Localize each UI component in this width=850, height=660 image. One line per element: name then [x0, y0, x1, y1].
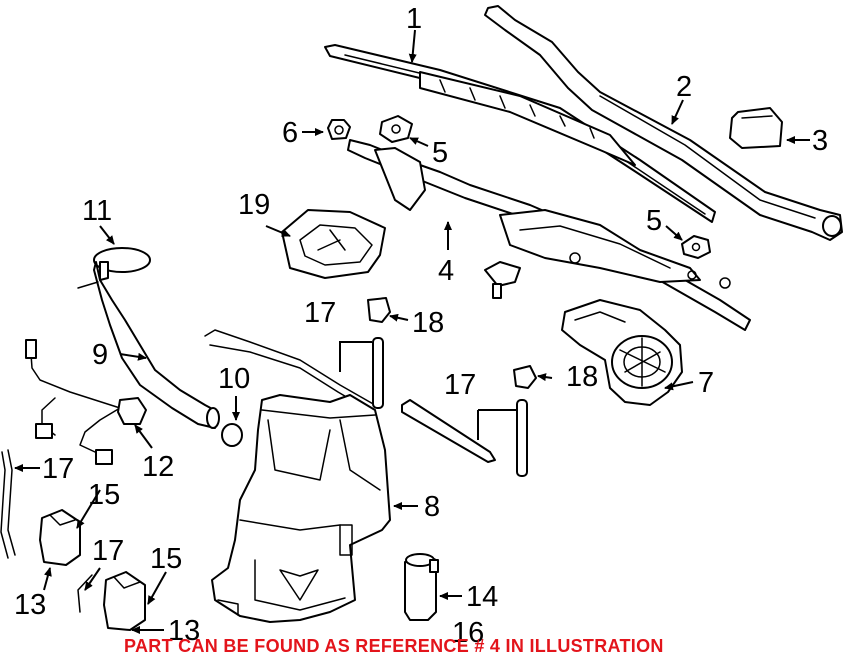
headlamp-pump-lower — [103, 571, 146, 631]
callout-5-upper: 5 — [432, 137, 448, 169]
callout-9: 9 — [92, 339, 108, 371]
washer-jet-b — [513, 365, 537, 389]
hose-mid — [401, 399, 496, 463]
grommet-upper — [379, 115, 413, 143]
washer-pump — [404, 553, 439, 621]
callout-1: 1 — [406, 3, 422, 35]
wiper-motor — [561, 299, 683, 406]
wiper-arm — [484, 5, 843, 241]
wiper-linkage — [347, 139, 751, 331]
hose-left-inner — [0, 451, 9, 559]
callout-16: 16 — [452, 617, 484, 649]
callout-19: 19 — [238, 189, 270, 221]
hose-small — [77, 574, 93, 613]
callout-15-lower: 15 — [150, 543, 182, 575]
filler-neck — [77, 247, 220, 429]
callout-17-hose-mid: 17 — [444, 369, 476, 401]
callout-17-left: 17 — [42, 453, 74, 485]
callout-8: 8 — [424, 491, 440, 523]
cover-panel — [281, 209, 386, 279]
callout-13-right: 13 — [168, 615, 200, 647]
callout-17-small: 17 — [92, 535, 124, 567]
callout-labels: 1 2 3 4 5 5 6 7 8 9 10 11 12 13 13 14 15… — [14, 3, 828, 649]
fluid-grommet — [221, 423, 243, 447]
washer-jet-a — [367, 297, 391, 323]
callout-17-hose-long: 17 — [304, 297, 336, 329]
callout-11: 11 — [82, 195, 112, 227]
arm-cap — [729, 107, 783, 149]
callout-18-upper: 18 — [412, 307, 444, 339]
callout-13-left: 13 — [14, 589, 46, 621]
callout-4: 4 — [438, 255, 454, 287]
level-sensor-wiring — [25, 339, 147, 465]
callout-2: 2 — [676, 71, 692, 103]
leader-lines — [14, 29, 810, 634]
callout-14: 14 — [466, 581, 498, 613]
callout-5-lower: 5 — [646, 205, 662, 237]
hose-short-b — [516, 399, 528, 477]
callout-3: 3 — [812, 125, 828, 157]
callout-10: 10 — [218, 363, 250, 395]
hose-long — [204, 329, 376, 406]
callout-6: 6 — [282, 117, 298, 149]
hose-short-a — [372, 337, 384, 409]
hose-left — [7, 449, 16, 556]
reference-notice: PART CAN BE FOUND AS REFERENCE # 4 IN IL… — [124, 636, 664, 656]
wiper-blade — [324, 44, 716, 223]
callout-7: 7 — [698, 367, 714, 399]
washer-reservoir — [211, 394, 391, 623]
callout-15-upper: 15 — [88, 479, 120, 511]
callout-18-lower: 18 — [566, 361, 598, 393]
nut — [327, 119, 351, 140]
grommet-lower — [681, 235, 711, 259]
callout-12: 12 — [142, 451, 174, 483]
headlamp-pump-upper — [39, 509, 81, 566]
